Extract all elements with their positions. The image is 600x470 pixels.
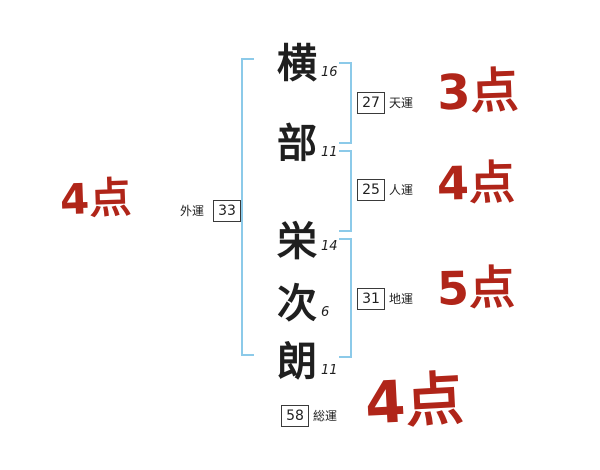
earth-luck-bracket-tick-bottom — [339, 356, 352, 358]
stroke-count-2: 11 — [321, 145, 338, 160]
outer-luck-bracket-tick-top — [241, 58, 254, 60]
earth-luck-score: 5点 — [436, 260, 516, 316]
outer-luck-label: 外運 — [180, 204, 205, 218]
earth-luck-bracket-line — [350, 238, 352, 358]
name-char-3: 栄 — [277, 219, 317, 265]
total-luck-label: 総運 — [313, 409, 338, 423]
heaven-luck-bracket-line — [350, 62, 352, 144]
heaven-luck-bracket-tick-top — [339, 62, 352, 64]
outer-luck-bracket-line — [241, 58, 243, 356]
earth-luck-label: 地運 — [389, 292, 414, 306]
heaven-luck-bracket-tick-bottom — [339, 142, 352, 144]
name-char-5: 朗 — [277, 339, 317, 385]
heaven-luck-score: 3点 — [436, 62, 520, 122]
stroke-count-1: 16 — [321, 65, 338, 80]
stroke-count-4: 6 — [321, 305, 330, 320]
heaven-luck-value-box: 27 — [357, 92, 385, 114]
person-luck-bracket-line — [350, 150, 352, 232]
person-luck-bracket-tick-bottom — [339, 230, 352, 232]
person-luck-label: 人運 — [389, 183, 414, 197]
earth-luck-bracket-tick-top — [339, 238, 352, 240]
total-luck-value-box: 58 — [281, 405, 309, 427]
outer-luck-bracket-tick-bottom — [241, 354, 254, 356]
person-luck-bracket-tick-top — [339, 150, 352, 152]
total-luck-score: 4点 — [363, 364, 466, 438]
name-char-1: 横 — [277, 41, 317, 87]
name-char-2: 部 — [277, 121, 317, 167]
earth-luck-value-box: 31 — [357, 288, 385, 310]
person-luck-value-box: 25 — [357, 179, 385, 201]
stroke-count-5: 11 — [321, 363, 338, 378]
outer-luck-value-box: 33 — [213, 200, 241, 222]
person-luck-score: 4点 — [436, 155, 516, 211]
heaven-luck-label: 天運 — [389, 96, 414, 110]
stroke-count-3: 14 — [321, 239, 338, 254]
outer-luck-score: 4点 — [59, 172, 133, 225]
name-char-4: 次 — [277, 281, 317, 327]
